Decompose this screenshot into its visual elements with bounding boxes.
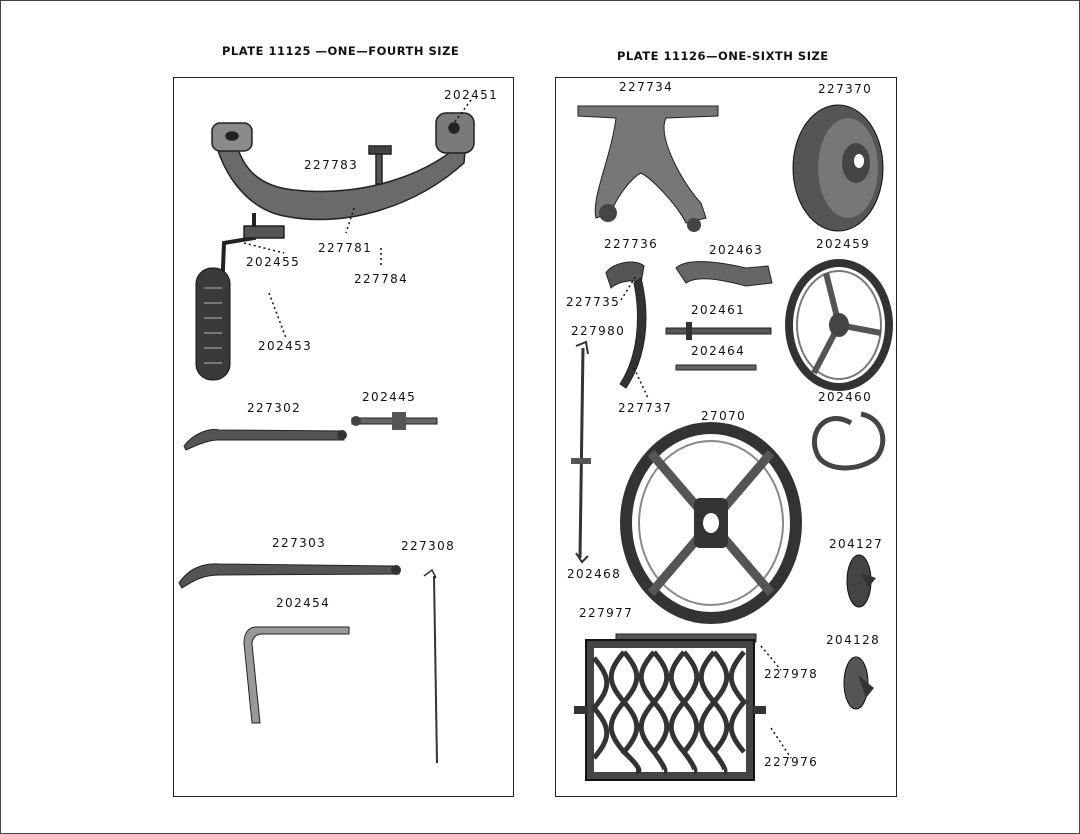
part-label: 202451 [444, 88, 499, 102]
part-label: 227781 [318, 241, 373, 255]
foot-pad-illustration [195, 267, 231, 381]
part-label: 202463 [709, 243, 764, 257]
leg-227734-illustration [577, 105, 719, 224]
rods-202461-202464-illustration [665, 322, 772, 371]
plate-11125-illustrations [178, 99, 475, 764]
part-label: 204127 [829, 537, 884, 551]
foot-pad-ribs [204, 287, 222, 364]
part-label: 227302 [247, 401, 302, 415]
part-label: 227737 [618, 401, 673, 415]
part-label: 202455 [246, 255, 301, 269]
part-label: 227784 [354, 272, 409, 286]
ring-202460-illustration [811, 411, 886, 471]
part-label: 227977 [579, 606, 634, 620]
part-label: 202459 [816, 237, 871, 251]
rod-202468-illustration [571, 340, 591, 564]
plate-11126-title: PLATE 11126—ONE-SIXTH SIZE [617, 49, 829, 63]
pin-227308-illustration [423, 568, 438, 764]
part-label: 202454 [276, 596, 331, 610]
part-label: 227734 [619, 80, 674, 94]
part-204128-illustration [843, 656, 874, 710]
part-label: 202460 [818, 390, 873, 404]
part-label: 227308 [401, 539, 456, 553]
flywheel-27070-illustration [620, 422, 802, 624]
wheel-202459-illustration [785, 259, 893, 391]
part-204127-illustration [846, 554, 876, 608]
part-label: 202445 [362, 390, 417, 404]
part-label: 202453 [258, 339, 313, 353]
plate-11125-title: PLATE 11125 —ONE—FOURTH SIZE [222, 44, 460, 58]
part-label: 227978 [764, 667, 819, 681]
part-label: 202468 [567, 567, 622, 581]
part-label: 227736 [604, 237, 659, 251]
rod-202454-illustration [243, 626, 350, 724]
part-label: 227976 [764, 755, 819, 769]
treadle-227976-illustration [574, 633, 766, 781]
plate-11126-illustrations [571, 104, 893, 781]
part-label: 227303 [272, 536, 327, 550]
part-label: 202464 [691, 344, 746, 358]
arm-227737-illustration [605, 261, 647, 389]
rod-227303-illustration [178, 563, 400, 589]
part-label: 227735 [566, 295, 621, 309]
rod-227302-illustration [183, 429, 345, 451]
leader-lines-right [620, 275, 792, 759]
leader-lines-left [243, 99, 472, 339]
screw-202445-illustration [351, 412, 438, 430]
plate-11125-panel: 202451 227783 227781 202455 227784 20245… [173, 77, 514, 797]
part-202463-illustration [675, 261, 773, 287]
part-label: 227370 [818, 82, 873, 96]
part-label: 227783 [304, 158, 359, 172]
bracket-illustration [211, 112, 475, 294]
part-label: 27070 [701, 409, 747, 423]
pulley-227370-illustration [792, 104, 884, 232]
part-label: 202461 [691, 303, 746, 317]
part-label: 204128 [826, 633, 881, 647]
part-label: 227980 [571, 324, 626, 338]
plate-11126-panel: 227734 227370 227736 202463 202459 22773… [555, 77, 897, 797]
